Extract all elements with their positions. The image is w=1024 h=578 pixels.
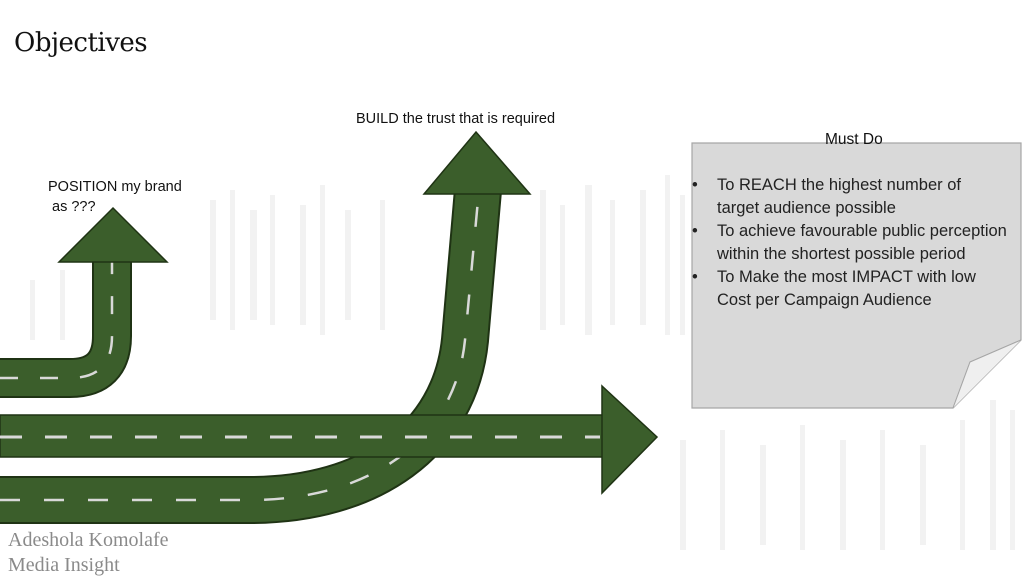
list-item: • To Make the most IMPACT with low Cost … [692,266,1007,312]
must-do-heading: Must Do [825,131,883,148]
list-item: • To achieve favourable public perceptio… [692,220,1007,266]
background-bars [30,175,1015,550]
build-label: BUILD the trust that is required [356,111,556,127]
main-road-arrow [0,384,659,495]
position-label: POSITION my brand as ??? [48,177,198,217]
bullet-icon: • [692,222,698,240]
list-item: • To REACH the highest number of target … [692,174,1007,220]
bullet-icon: • [692,268,698,286]
footer-credit: Adeshola Komolafe Media Insight [8,528,169,578]
must-do-note [691,142,1022,409]
position-road-arrow [0,206,169,398]
list-item-text: To REACH the highest number of target au… [717,176,961,217]
bullet-icon: • [692,176,698,194]
list-item-text: To Make the most IMPACT with low Cost pe… [717,268,976,309]
footer-company: Media Insight [8,554,120,576]
must-do-list: • To REACH the highest number of target … [692,174,1007,312]
position-label-line2: as ??? [52,199,96,215]
footer-author: Adeshola Komolafe [8,529,169,551]
position-label-line1: POSITION my brand [48,179,182,195]
list-item-text: To achieve favourable public perception … [717,222,1007,263]
slide-title: Objectives [14,28,148,58]
